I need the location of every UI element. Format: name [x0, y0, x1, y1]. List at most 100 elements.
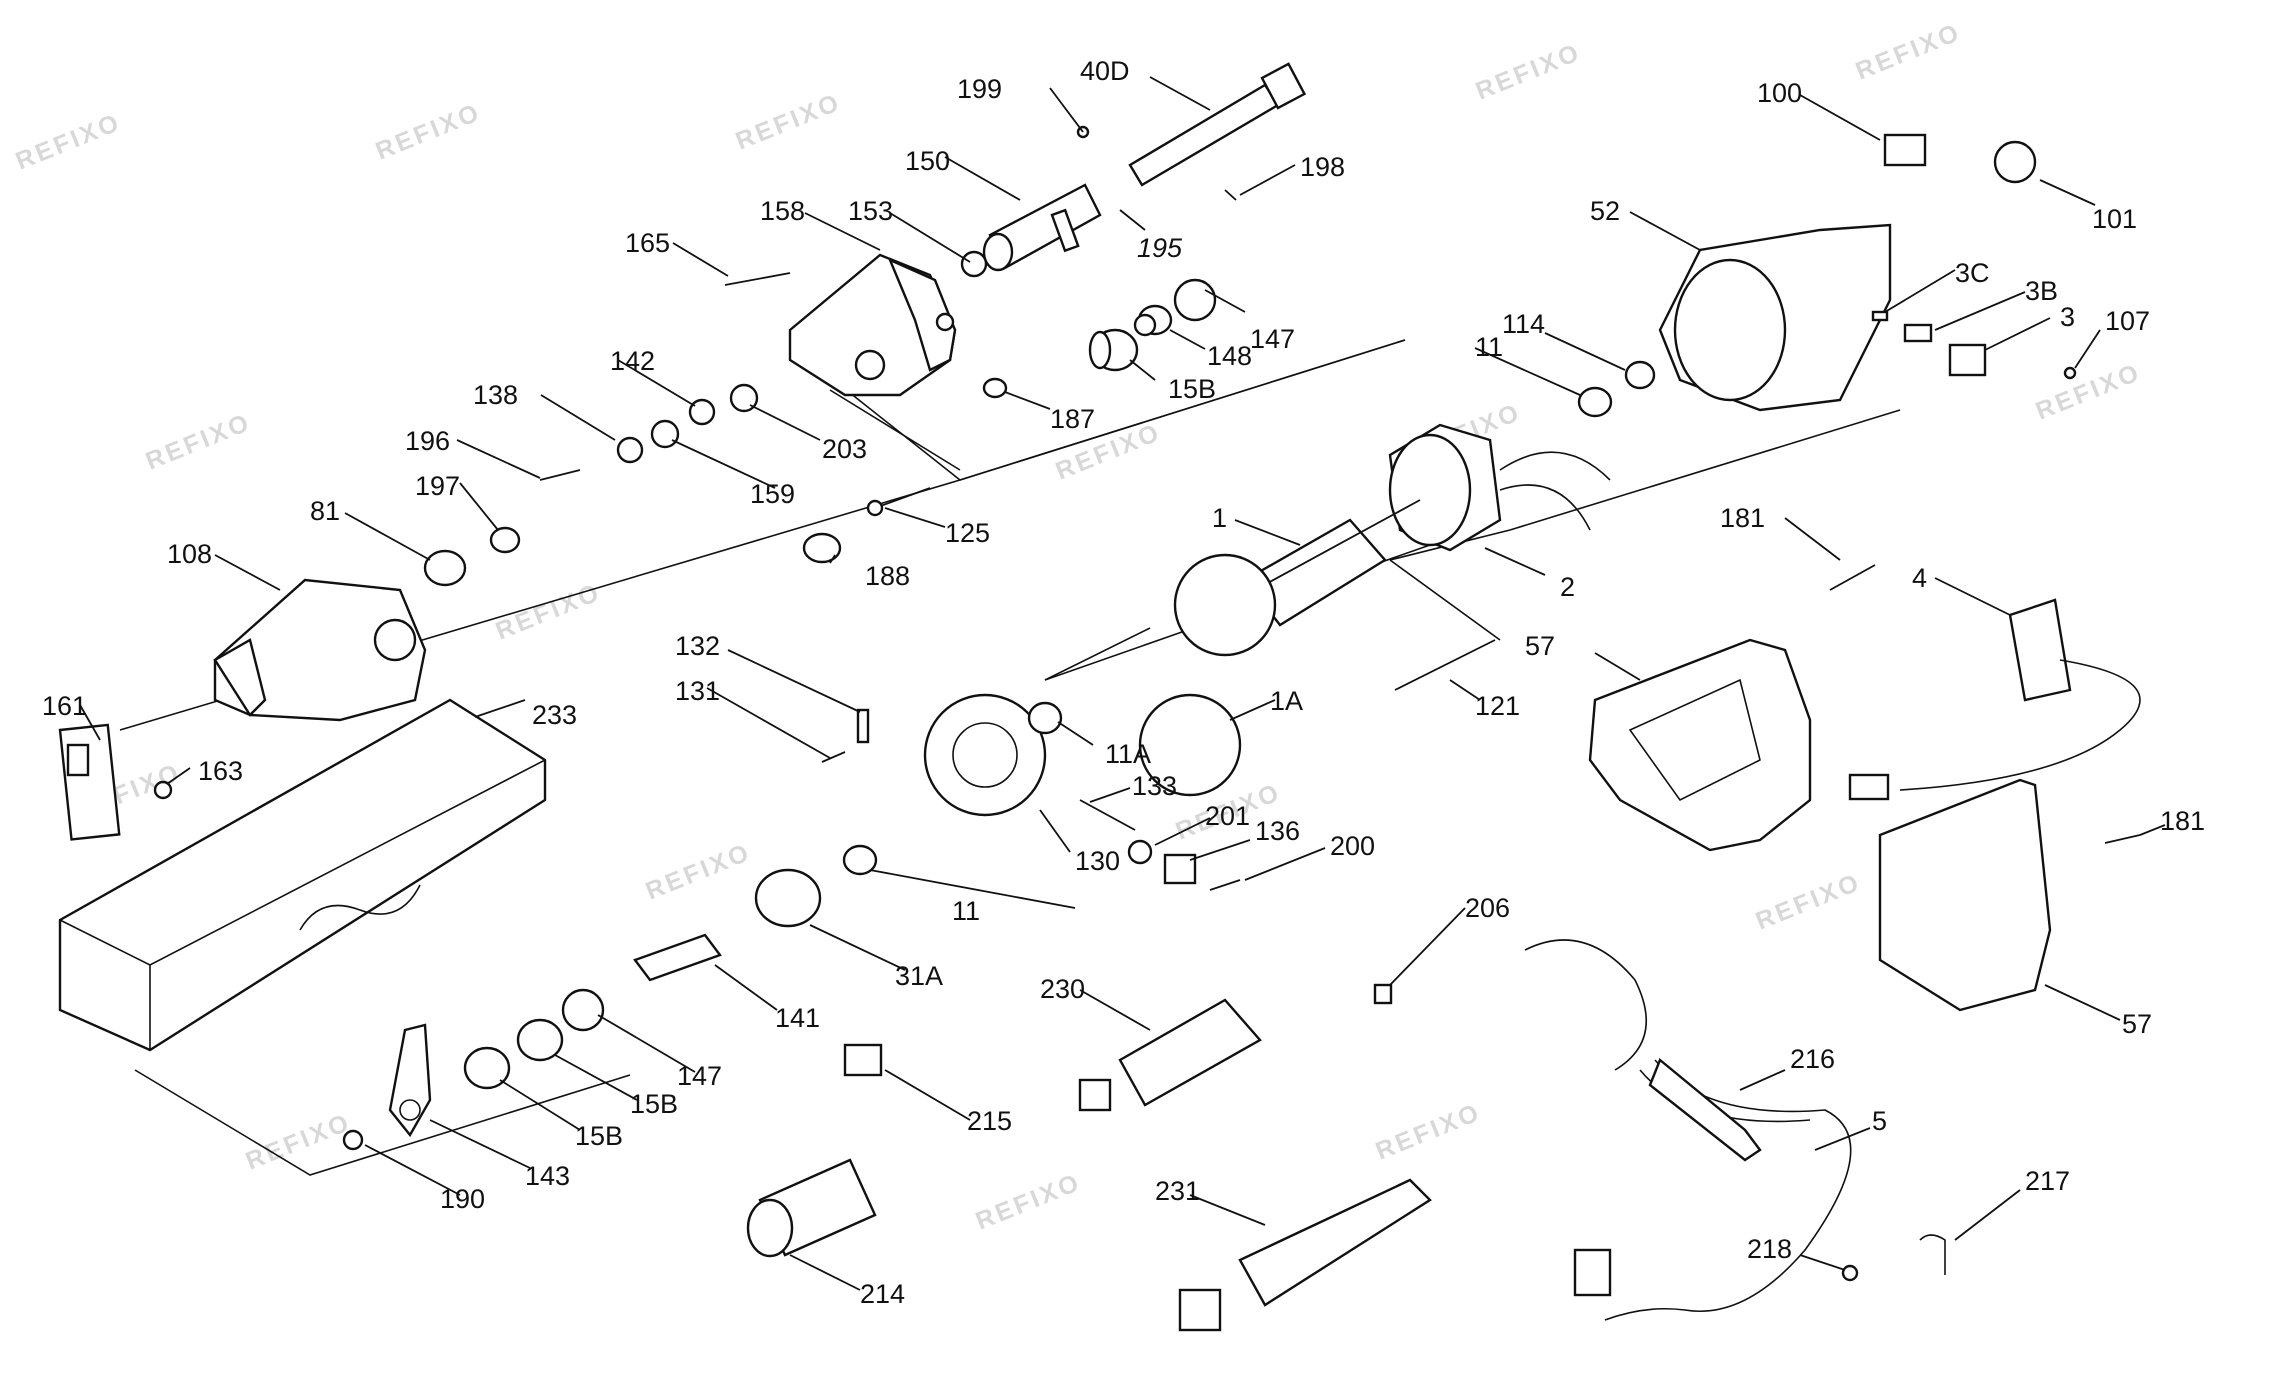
callout-121: 121 [1475, 691, 1520, 721]
carrying-case-233 [58, 698, 547, 1052]
grease-tube-231 [1178, 1178, 1432, 1332]
part-callouts: 199 40D 150 198 195 158 153 165 147 148 … [42, 56, 2205, 1309]
callout-201: 201 [1205, 801, 1250, 831]
callout-206: 206 [1465, 893, 1510, 923]
callout-150: 150 [905, 146, 950, 176]
brush-holder-3 [1948, 343, 1987, 377]
watermark: REFIXO [372, 98, 485, 166]
callout-217: 217 [2025, 1166, 2070, 1196]
bearing-11A [1027, 701, 1063, 735]
screw-187 [982, 377, 1008, 399]
brush-holder-100 [1883, 133, 1927, 167]
callout-130: 130 [1075, 846, 1120, 876]
callout-198: 198 [1300, 152, 1345, 182]
washer-201 [1127, 839, 1153, 865]
callout-57-lower: 57 [2122, 1009, 2152, 1039]
pin-198 [1224, 189, 1237, 201]
bearing-15B-low [463, 1046, 511, 1090]
bearing-11-upper [1577, 386, 1613, 418]
callout-199: 199 [957, 74, 1002, 104]
watermark: REFIXO [12, 108, 125, 176]
screw-121 [1394, 639, 1496, 691]
bushing-81 [423, 549, 467, 587]
callout-231: 231 [1155, 1176, 1200, 1206]
shaft-141 [633, 933, 722, 982]
callout-11A: 11A [1105, 739, 1151, 769]
callout-108: 108 [167, 539, 212, 569]
terminal-206 [1373, 983, 1393, 1005]
washer-153 [960, 250, 988, 278]
callout-1A: 1A [1270, 686, 1303, 716]
circlip-147-lower [561, 988, 605, 1032]
callout-81: 81 [310, 496, 340, 526]
callout-136: 136 [1255, 816, 1300, 846]
callout-200: 200 [1330, 831, 1375, 861]
callout-215: 215 [967, 1106, 1012, 1136]
washer-159 [650, 419, 680, 449]
callout-233: 233 [532, 700, 577, 730]
watermark: REFIXO [1852, 18, 1965, 86]
screw-163 [153, 780, 173, 800]
callout-218: 218 [1747, 1234, 1792, 1264]
plunger-40D [1128, 62, 1307, 187]
front-housing-108 [213, 578, 427, 722]
watermark: REFIXO [732, 88, 845, 156]
callout-125: 125 [945, 518, 990, 548]
gear-31A [754, 868, 822, 928]
brush-3C [1871, 310, 1889, 322]
callout-181-upper: 181 [1720, 503, 1765, 533]
watermark: REFIXO [2032, 358, 2145, 426]
watermark: REFIXO [972, 1168, 1085, 1236]
callout-147a: 147 [1250, 324, 1295, 354]
crank-143 [388, 1023, 432, 1138]
callout-159: 159 [750, 479, 795, 509]
callout-57-upper: 57 [1525, 631, 1555, 661]
callout-1: 1 [1212, 503, 1227, 533]
callout-161: 161 [42, 691, 87, 721]
gear-housing-158 [788, 253, 957, 397]
callout-138: 138 [473, 380, 518, 410]
hex-key-217 [1919, 1234, 1946, 1275]
handle-half-57-lower [1878, 778, 2052, 1012]
armature-1 [1173, 499, 1421, 657]
blade-clamp-161 [58, 723, 121, 841]
spring-101 [1993, 140, 2037, 184]
watermark: REFIXO [1472, 38, 1585, 106]
bearing-15B-mid [516, 1018, 564, 1062]
bearing-15B-upper [1088, 328, 1139, 372]
callout-143: 143 [525, 1161, 570, 1191]
callout-190: 190 [440, 1184, 485, 1214]
callout-3C: 3C [1955, 258, 1990, 288]
brush-3B [1903, 323, 1933, 343]
callout-107: 107 [2105, 306, 2150, 336]
callout-153: 153 [848, 196, 893, 226]
callout-196: 196 [405, 426, 450, 456]
connector-215 [843, 1043, 883, 1077]
callout-52: 52 [1590, 196, 1620, 226]
callout-15B: 15B [1168, 374, 1216, 404]
connector-switch [1848, 773, 1890, 801]
callout-114: 114 [1502, 309, 1545, 339]
screw-181-upper [1829, 564, 1876, 591]
gear-case-130 [923, 693, 1047, 817]
callout-40D: 40D [1080, 56, 1130, 86]
watermark: REFIXO [1752, 868, 1865, 936]
bearing-148 [1133, 304, 1173, 337]
callout-31A: 31A [895, 961, 943, 991]
callout-188: 188 [865, 561, 910, 591]
bearing-sleeve-150 [982, 183, 1102, 272]
bearing-11-lower [842, 844, 878, 876]
callout-15B-mid: 15B [630, 1089, 678, 1119]
washer-142 [688, 398, 716, 426]
tube-230 [1078, 998, 1262, 1112]
callout-165: 165 [625, 228, 670, 258]
callout-216: 216 [1790, 1044, 1835, 1074]
screw-181-lower [2104, 834, 2141, 844]
handle-half-57-upper [1588, 638, 1812, 852]
tube-214 [746, 1158, 877, 1258]
cord-guard-216 [1648, 1058, 1762, 1162]
plate-138 [616, 436, 644, 464]
screw-125 [866, 487, 931, 517]
callout-131: 131 [675, 676, 720, 706]
